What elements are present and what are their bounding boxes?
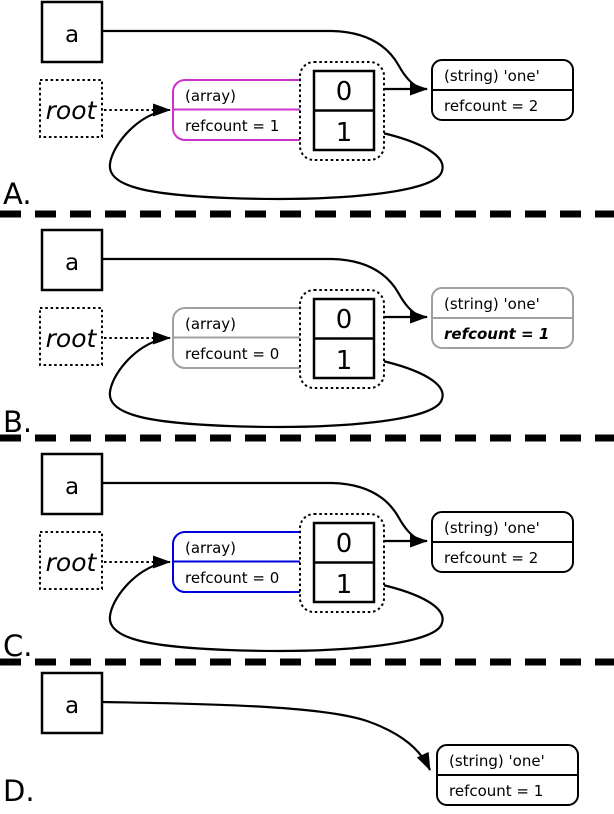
array-refcount-label: refcount = 0: [185, 569, 279, 587]
var-box: [40, 452, 104, 516]
cell-0-label: 0: [336, 529, 353, 559]
root-box: [39, 79, 103, 138]
string-type-label: (string) 'one': [444, 67, 540, 85]
var-box: [40, 671, 104, 735]
cell-1-label: 1: [336, 118, 353, 148]
string-type-label: (string) 'one': [444, 519, 540, 537]
panel-a: a root (array) refcount = 1 0 1 (string)…: [3, 0, 574, 211]
cell-1-label: 1: [336, 570, 353, 600]
array-refcount-label: refcount = 0: [185, 345, 279, 363]
array-type-label: (array): [185, 87, 236, 105]
a-to-string-arrow: [102, 481, 419, 540]
string-type-label: (string) 'one': [444, 295, 540, 313]
string-refcount-label: refcount = 1: [449, 782, 543, 800]
root-box: [39, 307, 103, 366]
array-type-label: (array): [185, 539, 236, 557]
root-box: [39, 531, 103, 590]
panel-letter: A.: [3, 177, 32, 211]
cycle-loop-arrow: [108, 337, 444, 428]
panel-d: a (string) 'one' refcount = 1 D.: [3, 671, 579, 808]
string-refcount-label: refcount = 1: [444, 325, 549, 343]
cycle-loop-arrow: [108, 109, 444, 200]
string-type-label: (string) 'one': [449, 752, 545, 770]
a-to-string-arrow: [102, 257, 419, 316]
root-box-label: root: [46, 96, 98, 125]
cell-0-label: 0: [336, 77, 353, 107]
string-refcount-label: refcount = 2: [444, 549, 538, 567]
root-box-label: root: [46, 324, 98, 353]
var-box-label: a: [65, 250, 79, 276]
root-box-label: root: [46, 548, 98, 577]
cell-1-label: 1: [336, 346, 353, 376]
array-refcount-label: refcount = 1: [185, 117, 279, 135]
cell-0-label: 0: [336, 305, 353, 335]
var-box: [40, 228, 104, 292]
panel-letter: C.: [3, 629, 32, 663]
var-box: [40, 0, 104, 64]
panel-b: a root (array) refcount = 0 0 1 (string)…: [3, 228, 574, 439]
cycle-loop-arrow: [108, 561, 444, 652]
a-to-string-arrow: [101, 700, 431, 771]
panel-letter: B.: [3, 405, 32, 439]
array-type-label: (array): [185, 315, 236, 333]
var-box-label: a: [65, 693, 79, 719]
string-refcount-label: refcount = 2: [444, 97, 538, 115]
a-to-string-arrow: [102, 29, 419, 88]
var-box-label: a: [65, 474, 79, 500]
panel-c: a root (array) refcount = 0 0 1 (string)…: [3, 452, 574, 663]
panel-letter: D.: [3, 774, 35, 808]
var-box-label: a: [65, 22, 79, 48]
